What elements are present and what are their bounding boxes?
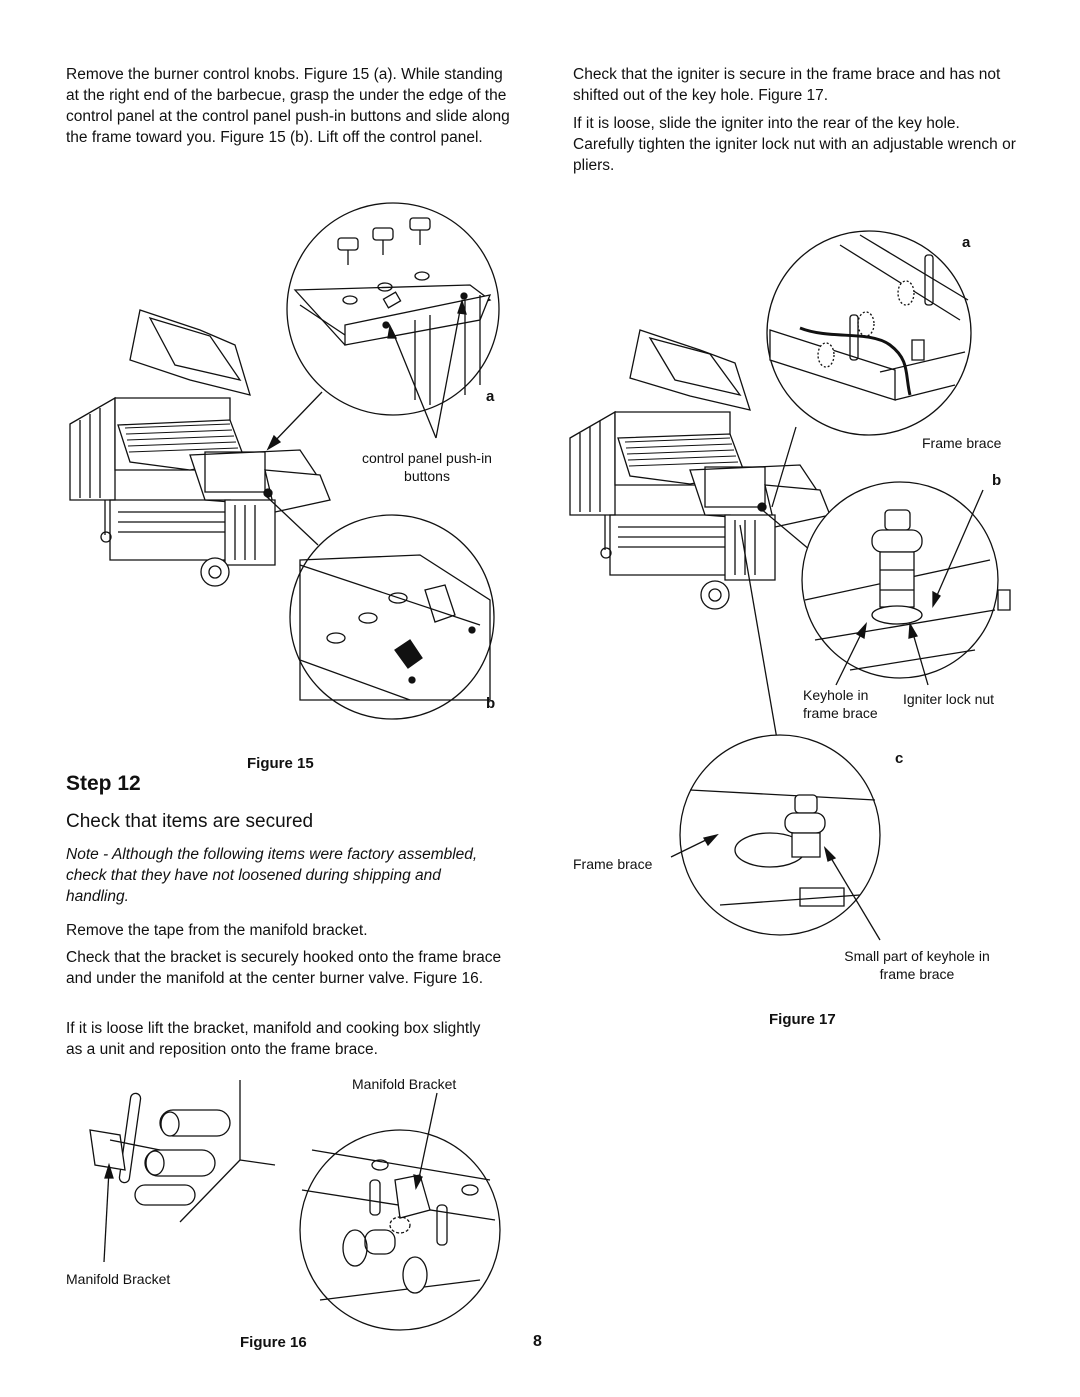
paragraph-loose-bracket: If it is loose lift the bracket, manifol… xyxy=(66,1020,481,1058)
figure-16-caption: Figure 16 xyxy=(240,1334,307,1351)
page-number: 8 xyxy=(533,1333,542,1350)
step-label: Step 12 xyxy=(66,772,141,795)
callout-frame-brace-a: Frame brace xyxy=(922,435,1002,451)
step-heading: Check that items are secured xyxy=(66,811,314,832)
figure-15-detail-b xyxy=(290,515,494,719)
note-paragraph: Note - Although the following items were… xyxy=(66,846,478,905)
figure-15-detail-a xyxy=(287,203,499,415)
paragraph-igniter: Check that the igniter is secure in the … xyxy=(573,66,1001,104)
callout-manifold-bracket-top: Manifold Bracket xyxy=(352,1076,457,1092)
callout-igniter-lock-nut: Igniter lock nut xyxy=(903,691,995,707)
figure-17-detail-c xyxy=(680,735,880,935)
paragraph-igniter-loose: If it is loose, slide the igniter into t… xyxy=(573,115,1016,174)
grill-overview-15 xyxy=(70,310,330,586)
callout-small-keyhole: Small part of keyhole in frame brace xyxy=(844,948,990,982)
figure-15-caption: Figure 15 xyxy=(247,755,314,772)
figure-15-label-b: b xyxy=(486,695,496,712)
intro-paragraph: Remove the burner control knobs. Figure … xyxy=(66,66,510,146)
figure-17-detail-a xyxy=(767,231,971,435)
figure-17-detail-b xyxy=(802,482,1010,678)
paragraph-bracket: Check that the bracket is securely hooke… xyxy=(66,949,502,987)
callout-frame-brace-c: Frame brace xyxy=(573,856,653,872)
manifold-overview-16 xyxy=(90,1080,275,1222)
figure-16-detail xyxy=(300,1130,500,1330)
callout-push-in-buttons: control panel push-in buttons xyxy=(362,450,492,484)
figure-17-label-c: c xyxy=(895,750,904,767)
callout-manifold-bracket-bottom: Manifold Bracket xyxy=(66,1271,171,1287)
burner-knob-icon xyxy=(338,218,430,265)
grill-overview-17 xyxy=(570,330,830,609)
callout-keyhole-frame-brace: Keyhole in frame brace xyxy=(803,687,878,721)
figure-17-label-b: b xyxy=(992,472,1002,489)
figure-15-label-a: a xyxy=(486,388,495,405)
figure-17-caption: Figure 17 xyxy=(769,1011,836,1028)
paragraph-tape: Remove the tape from the manifold bracke… xyxy=(66,922,368,939)
figure-17-label-a: a xyxy=(962,234,971,251)
